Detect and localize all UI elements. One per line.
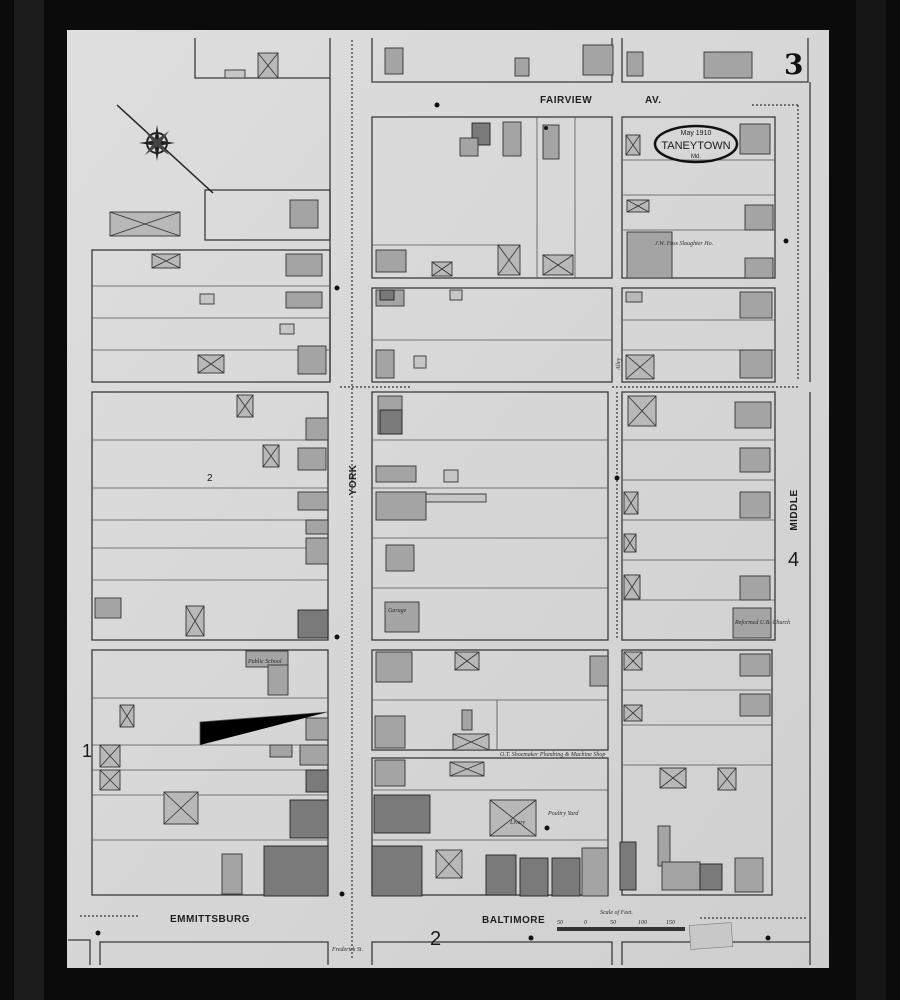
adjacent-sheet-bottom: 2 — [430, 928, 441, 950]
label-livery: Livery — [509, 820, 526, 826]
street-label-baltimore: BALTIMORE — [482, 915, 545, 926]
hydrant-markers — [95, 102, 789, 941]
adjacent-sheet-left: 1 — [82, 741, 92, 761]
scale-tick: 100 — [638, 920, 647, 926]
label-church: Reformed U.B. Church — [734, 619, 790, 626]
cartouche-town: TANEYTOWN — [661, 140, 730, 152]
street-label-middle: MIDDLE — [789, 489, 800, 530]
street-label-emmittsburg: EMMITTSBURG — [170, 914, 250, 925]
scale-bar-line — [557, 927, 685, 931]
street-label-york: YORK — [348, 464, 359, 495]
cartouche-date: May 1910 — [681, 130, 712, 137]
water-mains — [80, 40, 808, 960]
label-garage: Garage — [388, 608, 407, 614]
label-slaughter-house: J.W. Fuss Slaughter Ho. — [655, 241, 713, 247]
buildings — [94, 44, 774, 897]
street-label-fairview-suffix: AV. — [645, 95, 662, 106]
scale-tick: 150 — [666, 920, 675, 926]
street-labels: FAIRVIEW AV. YORK MIDDLE EMMITTSBURG BAL… — [170, 95, 800, 953]
sheet-number: 3 — [784, 48, 803, 81]
scale-label: Scale of Feet. — [600, 909, 633, 916]
street-label-fairview: FAIRVIEW — [540, 95, 592, 106]
film-edge — [856, 0, 886, 1000]
label-plumbing-shop: O.T. Shoemaker Plumbing & Machine Shop — [500, 752, 605, 758]
scale-tick: 50 — [557, 920, 563, 926]
title-cartouche: May 1910 TANEYTOWN Md. — [653, 124, 739, 164]
street-label-frederick: Frederick St. — [331, 947, 363, 953]
scale-tick: 0 — [584, 920, 587, 926]
building-labels: Public School J.W. Fuss Slaughter Ho. Ga… — [247, 241, 790, 826]
label-poultry-yard: Poultry Yard — [547, 811, 579, 817]
scale-tick: 50 — [610, 920, 616, 926]
street-label-alley: Alley — [616, 357, 622, 371]
adjacent-sheet-right: 4 — [788, 549, 799, 571]
film-edge — [14, 0, 44, 1000]
cartouche-state: Md. — [691, 154, 701, 160]
paper-patch — [688, 922, 734, 950]
compass-rose-icon — [116, 104, 214, 194]
scale-bar: Scale of Feet. 50 0 50 100 150 — [557, 909, 734, 950]
block-number: 2 — [207, 473, 213, 484]
label-public-school: Public School — [247, 659, 282, 665]
